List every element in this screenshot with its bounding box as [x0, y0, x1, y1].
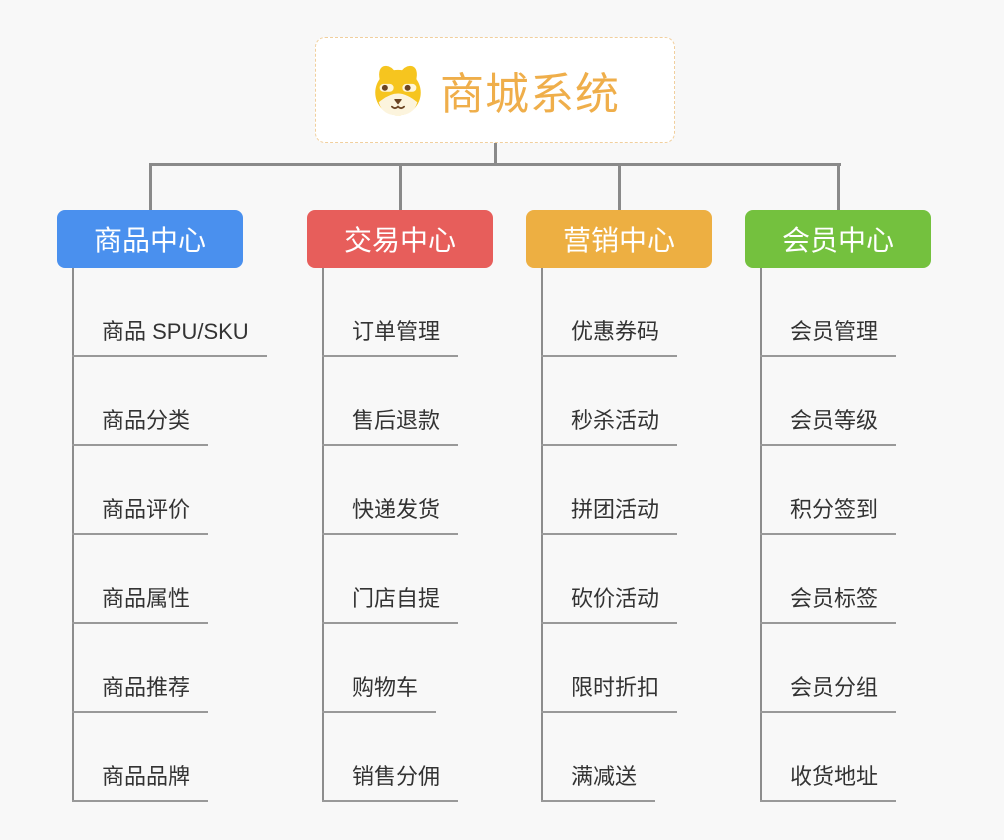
mindmap-node[interactable]: 收货地址 — [760, 759, 897, 802]
mindmap-node[interactable]: 商品 SPU/SKU — [72, 314, 267, 357]
mindmap-node[interactable]: 砍价活动 — [541, 581, 678, 624]
mindmap-node[interactable]: 订单管理 — [322, 314, 459, 357]
mindmap-node[interactable]: 商品分类 — [72, 403, 209, 446]
root-connector-line — [494, 143, 497, 164]
branch-connector-line — [322, 268, 324, 802]
drop-line-member — [837, 165, 840, 210]
drop-line-product — [149, 165, 152, 210]
mindmap-item-row: 商品分类 — [72, 357, 267, 446]
mindmap-node[interactable]: 限时折扣 — [541, 670, 678, 713]
mindmap-item-row: 砍价活动 — [541, 535, 678, 624]
category-box-trade[interactable]: 交易中心 — [307, 210, 493, 268]
mindmap-node[interactable]: 秒杀活动 — [541, 403, 678, 446]
mindmap-node[interactable]: 会员管理 — [760, 314, 897, 357]
category-box-marketing[interactable]: 营销中心 — [526, 210, 712, 268]
mindmap-node[interactable]: 商品推荐 — [72, 670, 209, 713]
branch-items: 优惠券码秒杀活动拼团活动砍价活动限时折扣满减送 — [541, 268, 678, 802]
mindmap-item-row: 会员标签 — [760, 535, 897, 624]
mindmap-item-row: 商品 SPU/SKU — [72, 268, 267, 357]
mindmap-node[interactable]: 购物车 — [322, 670, 437, 713]
mindmap-node[interactable]: 会员等级 — [760, 403, 897, 446]
mindmap-node[interactable]: 会员分组 — [760, 670, 897, 713]
mindmap-item-row: 会员分组 — [760, 624, 897, 713]
branch-product-center: 商品中心 商品 SPU/SKU 商品分类商品评价商品属性商品推荐商品品牌 — [57, 210, 267, 810]
mindmap-node[interactable]: 优惠券码 — [541, 314, 678, 357]
mindmap-node[interactable]: 积分签到 — [760, 492, 897, 535]
branch-items: 会员管理会员等级积分签到会员标签会员分组收货地址 — [760, 268, 897, 802]
mindmap-node[interactable]: 商品品牌 — [72, 759, 209, 802]
branch-marketing-center: 营销中心 优惠券码秒杀活动拼团活动砍价活动限时折扣满减送 — [526, 210, 712, 810]
mindmap-item-row: 快递发货 — [322, 446, 459, 535]
mindmap-node[interactable]: 商品属性 — [72, 581, 209, 624]
branch-connector-line — [72, 268, 74, 802]
drop-line-marketing — [618, 165, 621, 210]
mindmap-item-row: 收货地址 — [760, 713, 897, 802]
mindmap-node[interactable]: 售后退款 — [322, 403, 459, 446]
root-title: 商城系统 — [440, 70, 620, 119]
mindmap-node[interactable]: 销售分佣 — [322, 759, 459, 802]
mindmap-node[interactable]: 会员标签 — [760, 581, 897, 624]
mindmap-item-row: 售后退款 — [322, 357, 459, 446]
mindmap-item-row: 商品品牌 — [72, 713, 267, 802]
mindmap-item-row: 会员等级 — [760, 357, 897, 446]
mindmap-node[interactable]: 拼团活动 — [541, 492, 678, 535]
mindmap-item-row: 门店自提 — [322, 535, 459, 624]
branch-trade-center: 交易中心 订单管理售后退款快递发货门店自提购物车销售分佣 — [307, 210, 493, 810]
mindmap-item-row: 限时折扣 — [541, 624, 678, 713]
mindmap-node[interactable]: 快递发货 — [322, 492, 459, 535]
mindmap-item-row: 购物车 — [322, 624, 458, 713]
branch-items: 订单管理售后退款快递发货门店自提购物车销售分佣 — [322, 268, 459, 802]
mindmap-item-row: 积分签到 — [760, 446, 897, 535]
mindmap-item-row: 订单管理 — [322, 268, 459, 357]
mindmap-item-row: 满减送 — [541, 713, 677, 802]
category-box-member[interactable]: 会员中心 — [745, 210, 931, 268]
drop-line-trade — [399, 165, 402, 210]
branch-connector-line — [541, 268, 543, 802]
mindmap-item-row: 商品属性 — [72, 535, 267, 624]
branch-items: 商品 SPU/SKU 商品分类商品评价商品属性商品推荐商品品牌 — [72, 268, 267, 802]
mindmap-item-row: 优惠券码 — [541, 268, 678, 357]
root-node[interactable]: 商城系统 — [315, 37, 675, 143]
mindmap-item-row: 商品评价 — [72, 446, 267, 535]
mindmap-item-row: 商品推荐 — [72, 624, 267, 713]
branch-member-center: 会员中心 会员管理会员等级积分签到会员标签会员分组收货地址 — [745, 210, 931, 810]
bus-connector-line — [149, 163, 841, 166]
mindmap-node[interactable]: 门店自提 — [322, 581, 459, 624]
mindmap-item-row: 拼团活动 — [541, 446, 678, 535]
mindmap-item-row: 销售分佣 — [322, 713, 459, 802]
mindmap-node[interactable]: 满减送 — [541, 759, 656, 802]
branch-connector-line — [760, 268, 762, 802]
dog-face-icon — [370, 62, 426, 118]
mindmap-node[interactable]: 商品评价 — [72, 492, 209, 535]
mindmap-item-row: 秒杀活动 — [541, 357, 678, 446]
category-box-product[interactable]: 商品中心 — [57, 210, 243, 268]
mindmap-item-row: 会员管理 — [760, 268, 897, 357]
